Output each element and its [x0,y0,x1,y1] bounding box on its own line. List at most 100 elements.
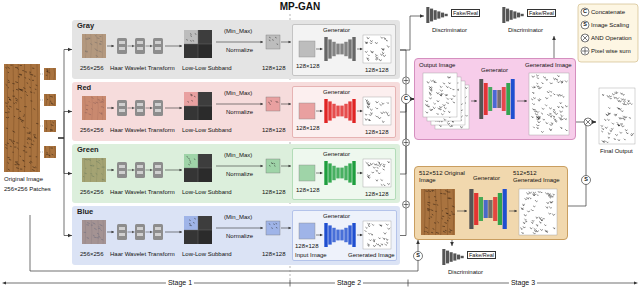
decor-line [50,129,53,130]
decor-line [6,117,8,119]
decor-polyline [448,77,450,79]
decor-line [107,232,114,233]
decor-line [429,218,431,220]
decor-line [18,118,20,119]
decor-line [8,72,9,73]
decor-polyline [532,99,534,101]
decor-circle [581,47,589,55]
node-text: Haar Wavelet Transform [110,65,175,72]
decor-polyline [440,86,442,88]
decor-rect [519,189,557,235]
decor-line [21,97,22,99]
decor-rect [119,47,125,50]
decor-polyline [555,121,558,123]
decor-polyline [621,98,623,100]
decor-line [5,112,8,114]
decor-polyline [533,127,535,128]
node-text: 128×128 [296,63,320,70]
decor-polyline [376,107,379,108]
decor-line [34,92,35,93]
decor-line [357,111,363,112]
decor-line [449,231,451,232]
decor-polyline [623,116,625,118]
decor-polyline [387,45,389,47]
decor-rect [344,228,347,242]
decor-rect [198,216,212,230]
decor-polyline [550,124,553,125]
decor-polyline [537,86,539,88]
decor-line [195,33,197,35]
decor-polyline [541,192,543,194]
decor-polyline [370,109,372,111]
decor-line [16,89,19,91]
decor-line [165,232,182,233]
decor-rect [153,38,163,54]
decor-polyline [546,79,548,81]
decor-line [449,215,451,216]
decor-line [107,46,114,47]
decor-polyline [543,218,545,219]
decor-line [188,101,190,103]
decor-line [23,116,24,117]
decor-rect [184,168,198,182]
decor-polyline [365,230,367,232]
decor-rect [117,224,127,240]
decor-polyline [365,99,367,101]
decor-line [48,155,50,157]
decor-polyline [440,106,443,108]
decor-line [29,162,31,163]
decor-line [40,126,44,127]
green-band: Green256×256Haar Wavelet TransformLow-Lo… [72,144,400,203]
node-text: Normalize [226,47,253,54]
decor-polyline [427,105,429,107]
decor-polygon [360,48,363,51]
decor-polyline [561,106,563,108]
decor-polyline [440,109,442,111]
decor-line [188,164,190,166]
decor-polyline [537,75,539,77]
decor-polyline [550,195,552,197]
decor-polyline [626,132,628,134]
decor-rect [348,39,351,58]
decor-polyline [541,113,543,115]
decor-polyline [534,111,537,112]
decor-rect [457,255,460,260]
decor-rect [184,30,212,58]
decor-polyline [534,194,537,196]
decor-rect [502,7,505,23]
decor-polyline [603,141,606,142]
decor-polygon [525,100,528,103]
decor-rect [198,92,212,106]
decor-rect [135,38,145,54]
decor-rect [340,106,343,117]
decor-polyline [439,125,441,127]
decor-line [30,139,32,141]
decor-line [31,144,34,145]
decor-line [25,91,27,93]
decor-polygon [112,107,115,110]
decor-line [33,134,35,135]
decor-rect [153,100,163,116]
decor-line [49,72,50,74]
decor-line [30,161,32,162]
decor-rect [119,41,125,44]
node-text: Generated Image [525,62,572,69]
decor-polyline [532,109,534,110]
decor-line [432,214,434,215]
decor-polyline [601,131,603,132]
decor-rect [336,44,339,55]
decor-rect [363,97,391,125]
legend-sum-symbol [581,47,589,55]
decor-polyline [549,107,552,109]
decor-polyline [532,76,535,78]
decor-polyline [430,109,433,111]
decor-rect [450,252,453,262]
decor-polyline [538,191,540,192]
decor-rect [484,83,488,115]
decor-line [272,163,274,165]
decor-line [12,152,13,153]
decor-rect [117,162,127,178]
decor-line [20,65,22,66]
decor-line [269,223,271,225]
decor-line [357,235,363,236]
